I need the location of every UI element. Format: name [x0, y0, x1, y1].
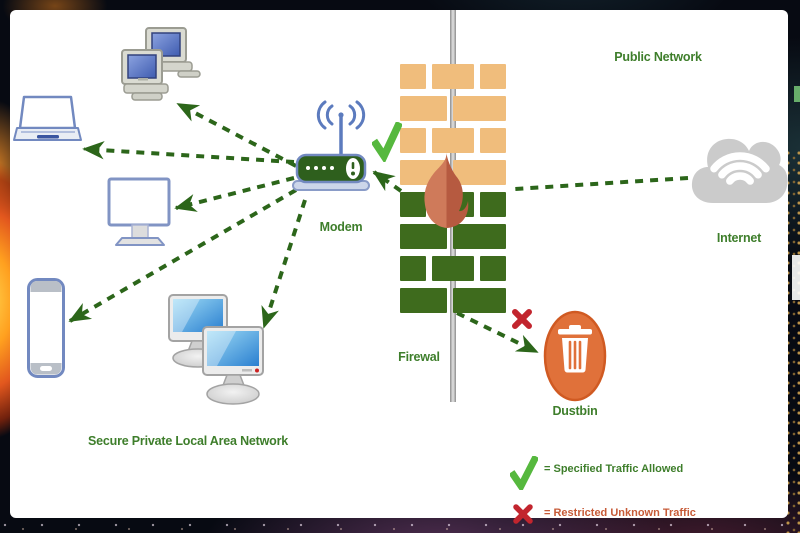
border-speckles — [785, 150, 800, 533]
restricted-cross-icon — [512, 309, 532, 329]
laptop-icon — [13, 95, 82, 141]
brick — [400, 64, 426, 89]
brick-row — [400, 224, 506, 249]
brick — [480, 256, 506, 281]
connection-modem-to-laptop — [82, 141, 295, 164]
connection-modem-to-workstations — [176, 102, 297, 168]
workstations-icon — [121, 27, 201, 101]
phone-icon — [27, 278, 65, 378]
brick — [400, 224, 447, 249]
brick-row — [400, 256, 506, 281]
brick-row — [400, 64, 506, 89]
wifi-icon — [710, 152, 770, 185]
connection-modem-to-desktops — [261, 199, 307, 329]
connection-lines-layer — [68, 102, 689, 354]
brick — [400, 128, 426, 153]
brick — [480, 64, 506, 89]
brick — [400, 192, 426, 217]
border-sparkles — [0, 519, 800, 533]
brick — [400, 288, 447, 313]
legend-allowed-text: = Specified Traffic Allowed — [544, 463, 684, 475]
wifi-waves-icon — [316, 100, 366, 130]
brick-row — [400, 288, 506, 313]
connection-modem-to-phone — [68, 188, 298, 323]
brick — [453, 96, 506, 121]
brick — [432, 64, 474, 89]
brick — [453, 160, 506, 185]
brick — [400, 96, 447, 121]
brick-row — [400, 128, 506, 153]
flame-icon — [424, 151, 469, 228]
modem-icon — [292, 100, 370, 191]
brick — [453, 224, 506, 249]
border-sliver — [792, 255, 800, 300]
brick — [432, 128, 474, 153]
brick — [432, 256, 474, 281]
brick — [453, 288, 506, 313]
border-sliver-green — [794, 86, 800, 102]
dustbin-label: Dustbin — [552, 404, 598, 418]
desktop-front — [202, 326, 264, 405]
workstation-front — [121, 49, 169, 101]
connection-firewall-to-modem — [372, 170, 403, 193]
dustbin-icon — [543, 310, 607, 402]
legend-check-icon — [510, 456, 538, 490]
internet-label: Internet — [716, 231, 762, 245]
desktops-icon — [168, 294, 264, 405]
brick — [480, 192, 506, 217]
brick — [400, 256, 426, 281]
firewall-label: Firewal — [398, 350, 440, 364]
brick-row — [400, 96, 506, 121]
public-network-label: Public Network — [614, 50, 702, 64]
connection-internet-to-firewall — [514, 176, 689, 191]
diagram-canvas: = Specified Traffic Allowed = Restricted… — [10, 10, 788, 524]
legend-cross-icon — [513, 504, 533, 524]
legend-restricted-text: = Restricted Unknown Traffic — [544, 507, 696, 519]
internet-cloud-icon — [691, 138, 788, 203]
lan-label: Secure Private Local Area Network — [88, 434, 288, 448]
modem-label: Modem — [319, 220, 363, 234]
workstation-back — [145, 27, 201, 78]
connection-modem-to-monitor — [174, 176, 295, 212]
brick — [480, 128, 506, 153]
allowed-check-icon — [372, 122, 402, 162]
firewall-brick-wall — [400, 64, 506, 320]
monitor-icon — [107, 177, 171, 246]
